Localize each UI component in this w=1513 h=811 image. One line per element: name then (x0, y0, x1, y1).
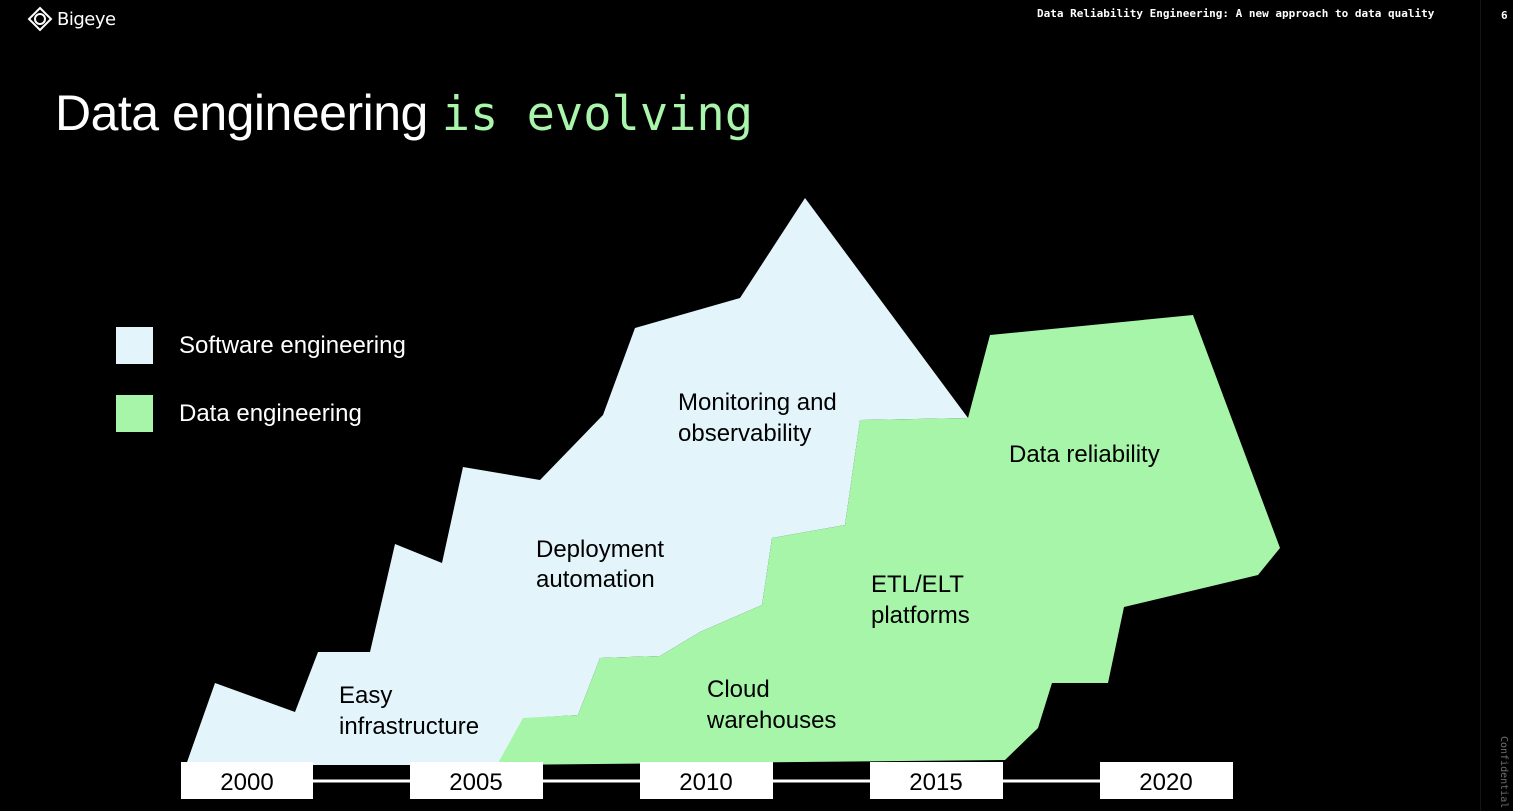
label-line: ETL/ELT (871, 571, 964, 598)
timeline-year-2010: 2010 (640, 762, 773, 799)
label-line: Deployment (536, 536, 664, 563)
timeline-year-box (181, 762, 313, 799)
confidential-mark: Confidential (1498, 736, 1509, 809)
label-line: Monitoring and (678, 389, 837, 416)
timeline-year-label: 2020 (1139, 769, 1192, 796)
label-etl-elt-platforms: ETL/ELT platforms (871, 571, 970, 629)
timeline-year-label: 2005 (449, 769, 502, 796)
data-engineering-area (497, 315, 1280, 765)
bigeye-mark-icon (27, 6, 53, 32)
software-engineering-area (186, 198, 968, 765)
slide-title-part2: is evolving (441, 87, 754, 142)
timeline-year-box (870, 762, 1003, 799)
label-line: infrastructure (339, 713, 479, 740)
label-line: observability (678, 420, 811, 447)
timeline-year-label: 2000 (220, 769, 273, 796)
page-number: 6 (1501, 9, 1508, 22)
legend-label-software: Software engineering (179, 331, 406, 359)
label-line: automation (536, 566, 655, 593)
label-line: warehouses (706, 707, 836, 734)
label-line: Data reliability (1009, 441, 1160, 468)
timeline-year-box (640, 762, 773, 799)
slide-edge (1480, 0, 1481, 811)
label-cloud-warehouses: Cloud warehouses (706, 676, 836, 734)
slide-title: Data engineering is evolving (55, 86, 753, 141)
timeline-year-box (410, 762, 543, 799)
label-easy-infrastructure: Easy infrastructure (339, 682, 479, 740)
timeline-year-label: 2010 (679, 769, 732, 796)
label-monitoring-observability: Monitoring and observability (678, 389, 843, 447)
legend-item-data: Data engineering (116, 395, 362, 432)
timeline-year-2005: 2005 (410, 762, 543, 799)
label-line: platforms (871, 602, 970, 629)
deck-title: Data Reliability Engineering: A new appr… (1037, 7, 1435, 20)
brand-name: Bigeye (57, 8, 116, 30)
legend-label-data: Data engineering (179, 399, 362, 427)
label-data-reliability: Data reliability (1009, 441, 1160, 468)
timeline-year-2000: 2000 (181, 762, 313, 799)
bigeye-logo: Bigeye (27, 6, 116, 32)
label-line: Easy (339, 682, 392, 709)
label-line: Cloud (707, 676, 770, 703)
timeline-year-2020: 2020 (1100, 762, 1233, 799)
timeline-year-box (1100, 762, 1233, 799)
legend-item-software: Software engineering (116, 327, 406, 364)
label-deployment-automation: Deployment automation (536, 536, 671, 593)
legend-swatch-data (116, 395, 153, 432)
timeline-year-2015: 2015 (870, 762, 1003, 799)
legend-swatch-software (116, 327, 153, 364)
timeline-year-label: 2015 (909, 769, 962, 796)
slide-title-part1: Data engineering (55, 85, 428, 141)
